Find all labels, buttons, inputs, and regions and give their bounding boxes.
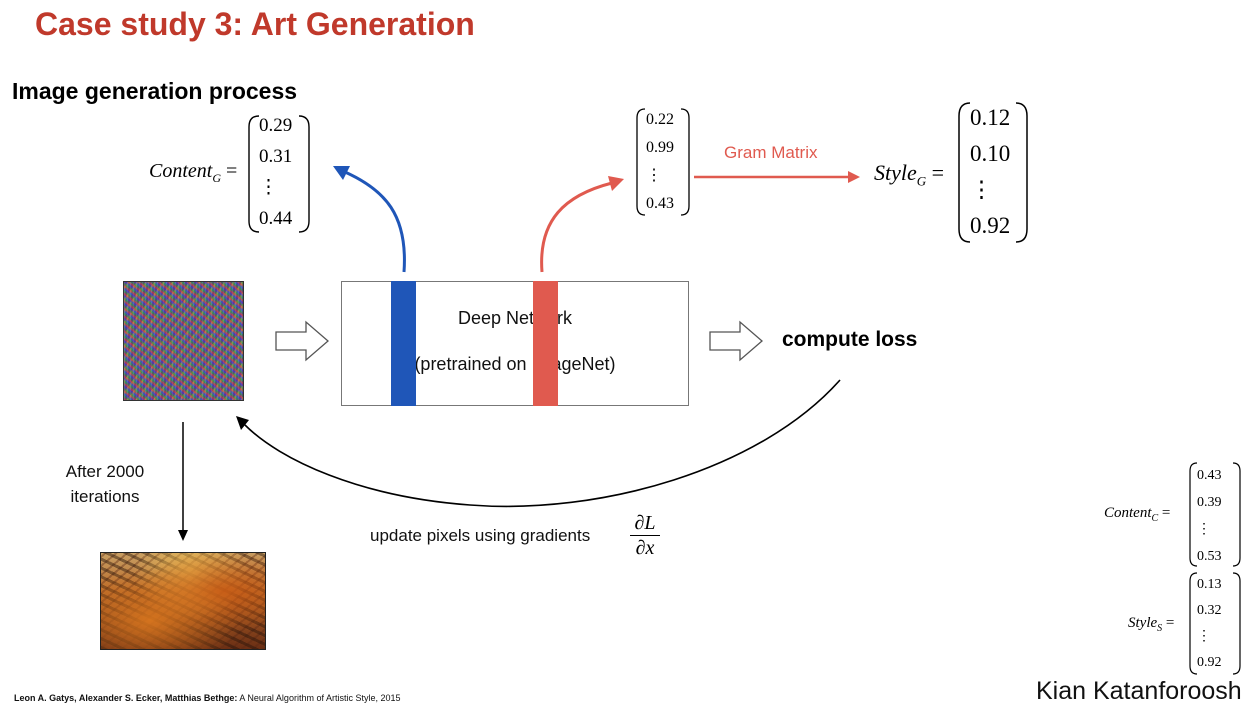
style-g-vector: 0.12 0.10 ⋮ 0.92 xyxy=(970,100,1010,244)
content-c-value: 0.53 xyxy=(1197,549,1222,564)
style-extract-arrowhead xyxy=(608,176,624,191)
gradient-fraction: ∂L ∂x xyxy=(630,511,660,560)
content-g-value: 0.44 xyxy=(259,208,293,229)
style-g-brackets xyxy=(958,102,1028,243)
mid-vector: 0.22 0.99 ⋮ 0.43 xyxy=(646,106,674,218)
mid-vector-value: 0.99 xyxy=(646,139,674,156)
content-g-label: ContentG = xyxy=(149,160,238,185)
author-name: Kian Katanforoosh xyxy=(1036,677,1242,705)
style-s-symbol: Style xyxy=(1128,615,1158,631)
noise-input-image xyxy=(123,281,244,401)
content-c-vector: 0.43 0.39 ⋮ 0.53 xyxy=(1197,462,1222,570)
gram-matrix-label: Gram Matrix xyxy=(724,143,818,162)
hollow-arrow-to-network xyxy=(275,320,329,362)
style-extract-arrow xyxy=(540,181,613,273)
content-c-symbol: Content xyxy=(1104,505,1152,521)
mid-vector-value: ⋮ xyxy=(646,167,662,184)
red-layer-bar xyxy=(533,281,558,406)
style-s-brackets xyxy=(1189,572,1241,675)
style-g-value: 0.10 xyxy=(970,141,1011,166)
content-g-brackets xyxy=(248,115,310,233)
content-c-label: ContentC = xyxy=(1104,505,1171,524)
content-g-subscript: G xyxy=(212,171,222,185)
style-s-vector: 0.13 0.32 ⋮ 0.92 xyxy=(1197,572,1222,676)
style-s-subscript: S xyxy=(1157,623,1163,634)
citation-authors: Leon A. Gatys, Alexander S. Ecker, Matth… xyxy=(14,693,238,703)
gradient-numerator: ∂L xyxy=(630,511,660,536)
compute-loss-label: compute loss xyxy=(782,328,918,351)
content-c-value: 0.43 xyxy=(1197,468,1222,483)
citation-rest: A Neural Algorithm of Artistic Style, 20… xyxy=(237,693,401,703)
iterations-line: iterations xyxy=(70,487,140,506)
style-s-value: ⋮ xyxy=(1197,629,1211,644)
content-g-symbol: Content xyxy=(149,160,213,182)
style-g-value: 0.92 xyxy=(970,213,1011,238)
slide-title: Case study 3: Art Generation xyxy=(35,6,475,42)
citation: Leon A. Gatys, Alexander S. Ecker, Matth… xyxy=(14,693,401,703)
gram-arrow xyxy=(694,171,860,183)
style-g-value: 0.12 xyxy=(970,105,1011,130)
mid-vector-value: 0.22 xyxy=(646,111,674,128)
section-heading: Image generation process xyxy=(12,78,298,104)
content-c-value: ⋮ xyxy=(1197,522,1211,537)
down-arrow xyxy=(178,422,188,541)
style-g-label: StyleG = xyxy=(874,160,945,189)
mid-vector-brackets xyxy=(636,108,690,216)
iterations-label: After 2000 iterations xyxy=(50,459,160,509)
style-g-value: ⋮ xyxy=(970,177,993,202)
update-pixels-label: update pixels using gradients xyxy=(370,526,591,545)
hollow-arrow-to-loss xyxy=(709,320,763,362)
content-g-value: 0.29 xyxy=(259,115,293,136)
style-s-value: 0.92 xyxy=(1197,655,1222,670)
content-g-vector: 0.29 0.31 ⋮ 0.44 xyxy=(259,110,292,234)
generated-art-image xyxy=(100,552,266,650)
network-subtitle: (pretrained on ImageNet) xyxy=(414,354,616,374)
iterations-line: After 2000 xyxy=(65,462,145,481)
style-s-value: 0.13 xyxy=(1197,577,1222,592)
content-c-brackets xyxy=(1189,462,1241,567)
content-g-value: 0.31 xyxy=(259,146,293,167)
blue-layer-bar xyxy=(391,281,416,406)
style-g-symbol: Style xyxy=(874,160,917,185)
style-s-value: 0.32 xyxy=(1197,603,1222,618)
content-c-subscript: C xyxy=(1151,513,1159,524)
content-extract-arrowhead xyxy=(333,166,350,180)
gradient-denominator: ∂x xyxy=(635,537,655,559)
mid-vector-value: 0.43 xyxy=(646,195,674,212)
content-g-value: ⋮ xyxy=(259,177,278,198)
content-extract-arrow xyxy=(344,170,406,273)
style-g-subscript: G xyxy=(916,173,927,189)
content-c-value: 0.39 xyxy=(1197,495,1222,510)
style-s-label: StyleS = xyxy=(1128,615,1175,634)
